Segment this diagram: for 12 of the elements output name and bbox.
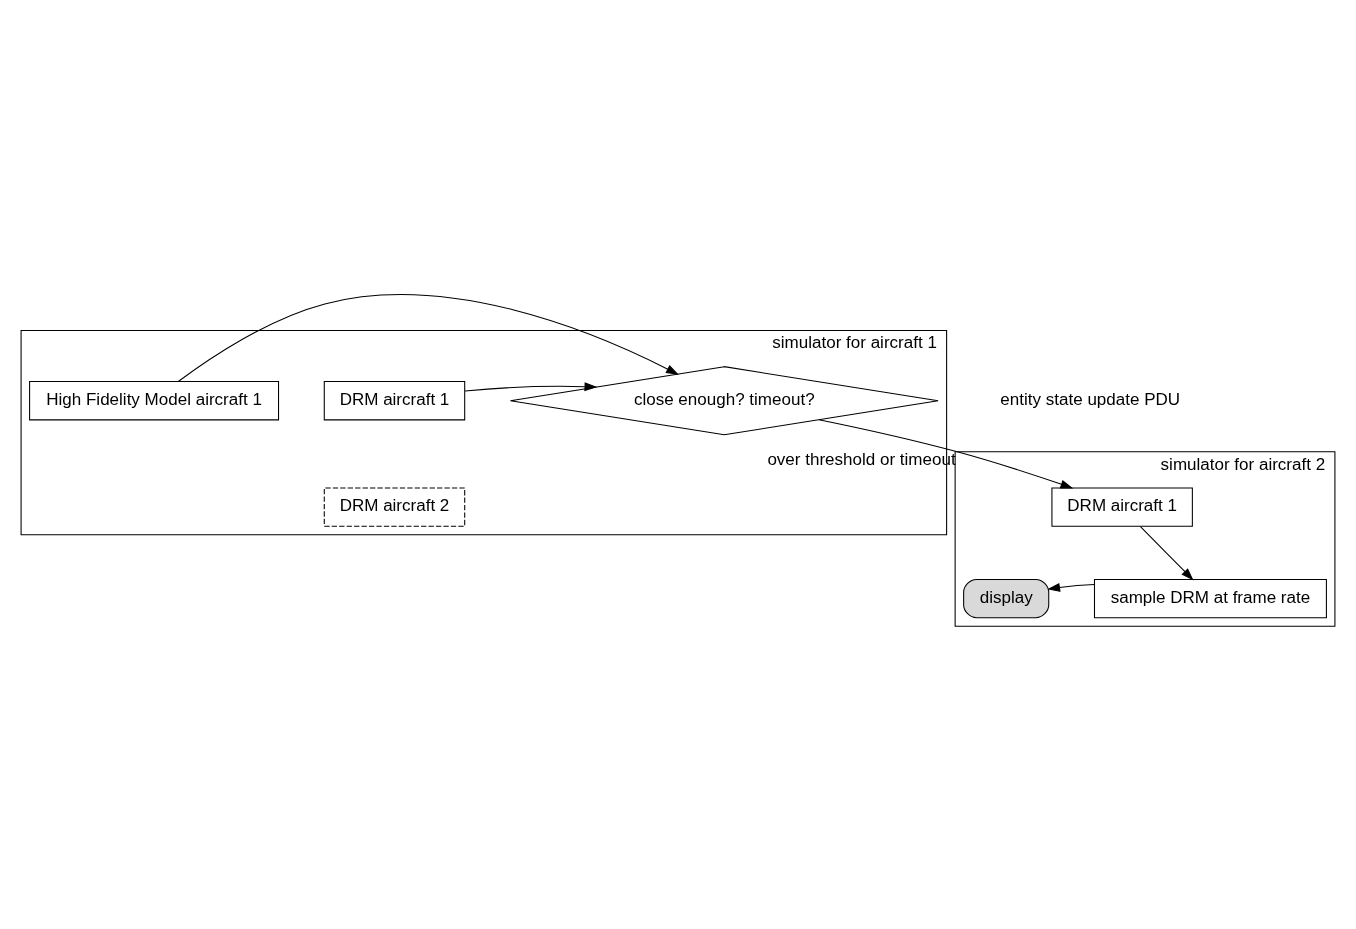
node-box: display [963, 578, 1050, 619]
arrow [464, 382, 598, 392]
node-box: DRM aircraft 1 [323, 381, 466, 421]
arrow [818, 419, 1074, 489]
node-box: sample DRM at frame rate [1093, 578, 1327, 619]
node-box: DRM aircraft 2 [323, 487, 466, 527]
arrow [1047, 583, 1095, 592]
label: entity state update PDU [1000, 389, 1181, 409]
node-box: High Fidelity Model aircraft 1 [29, 381, 280, 421]
arrow [1139, 526, 1194, 581]
node-box: DRM aircraft 1 [1051, 487, 1193, 527]
arrow [177, 294, 679, 383]
